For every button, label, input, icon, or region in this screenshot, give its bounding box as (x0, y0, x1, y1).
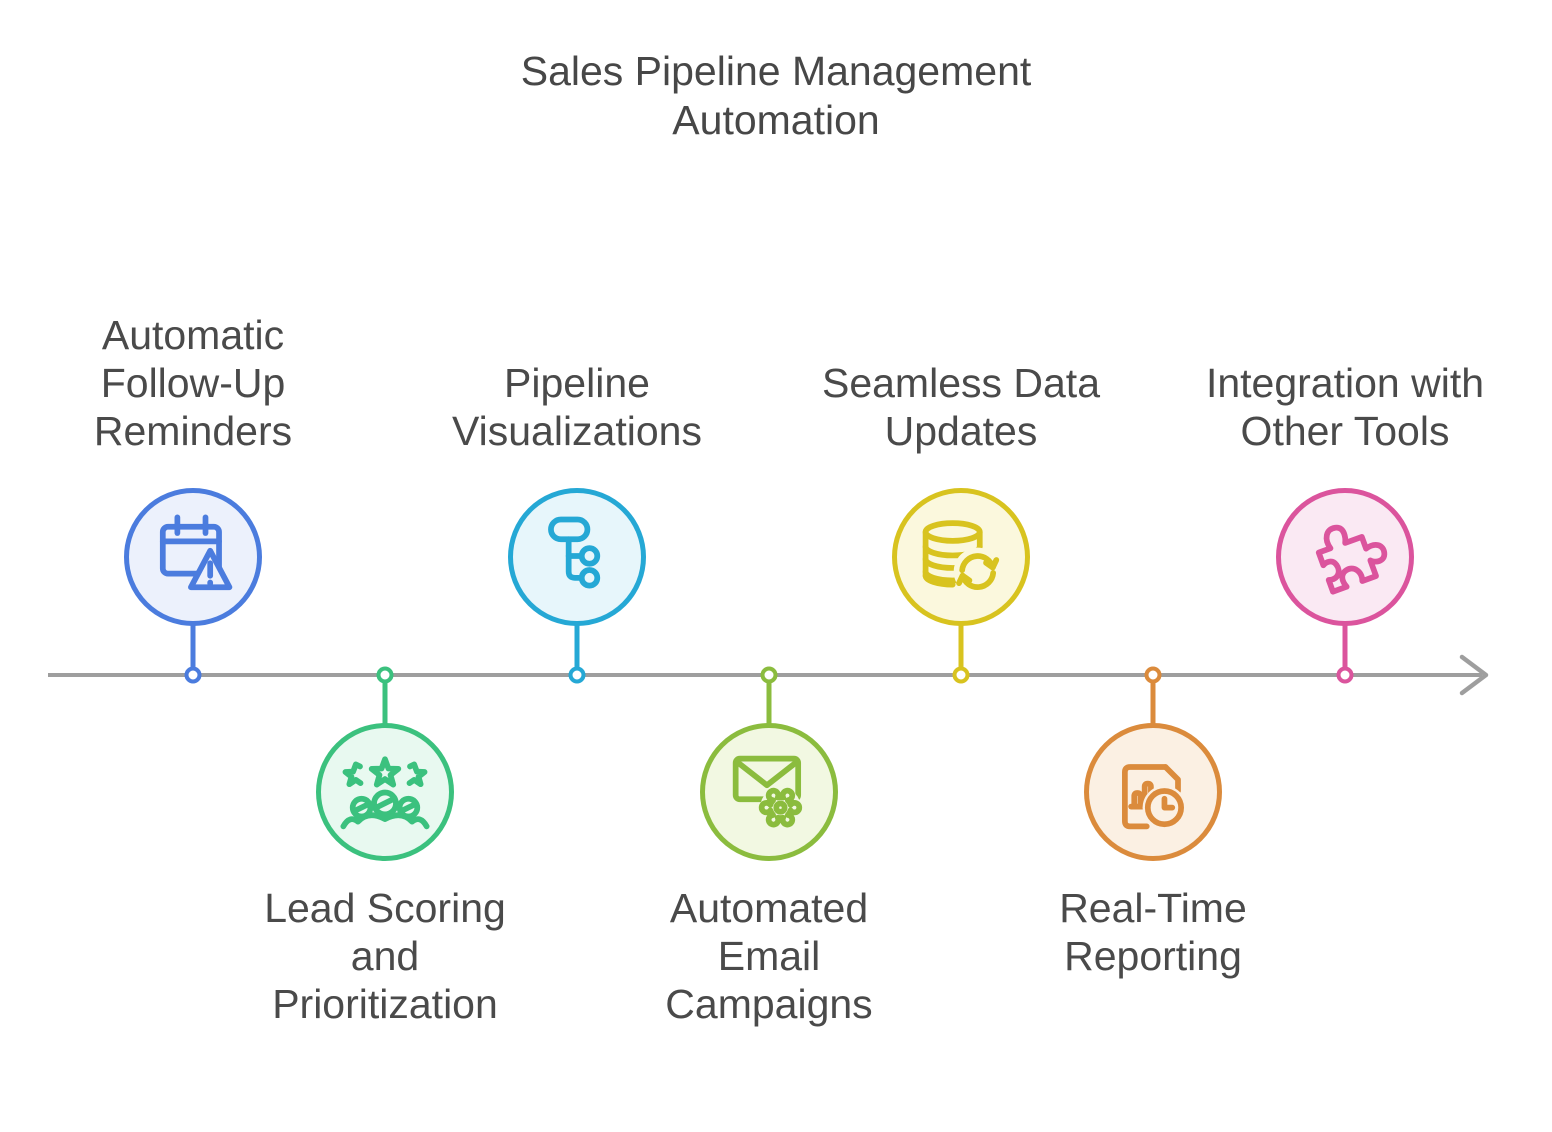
database-sync-icon (892, 488, 1030, 626)
node-label: Integration with Other Tools (1205, 360, 1485, 454)
timeline-node-integration: Integration with Other Tools (1175, 0, 1515, 1132)
lead-scoring-stars-people-icon (316, 723, 454, 861)
timeline-marker-dot (1336, 666, 1354, 684)
timeline-node-lead-scoring: Lead Scoring and Prioritization (215, 0, 555, 1132)
arrow-right-icon (1459, 654, 1489, 696)
page-title: Sales Pipeline Management Automation (520, 48, 1032, 143)
calendar-alert-icon (124, 488, 262, 626)
connector-stem (574, 620, 580, 676)
timeline-marker-dot (760, 666, 778, 684)
timeline-node-real-time-reporting: Real-Time Reporting (983, 0, 1323, 1132)
timeline-node-email-campaigns: Automated Email Campaigns (599, 0, 939, 1132)
connector-stem (766, 674, 772, 726)
timeline-marker-dot (184, 666, 202, 684)
puzzle-piece-icon (1276, 488, 1414, 626)
timeline-marker-dot (376, 666, 394, 684)
document-chart-clock-icon (1084, 723, 1222, 861)
timeline-marker-dot (1144, 666, 1162, 684)
connector-stem (190, 620, 196, 676)
connector-stem (1342, 620, 1348, 676)
node-label: Lead Scoring and Prioritization (264, 885, 506, 1027)
node-label: Seamless Data Updates (821, 360, 1100, 454)
node-label: Automated Email Campaigns (665, 885, 873, 1027)
node-label: Real-Time Reporting (1059, 885, 1247, 979)
email-gear-icon (700, 723, 838, 861)
timeline-node-follow-up-reminders: Automatic Follow-Up Reminders (23, 0, 363, 1132)
timeline-marker-dot (568, 666, 586, 684)
node-label: Automatic Follow-Up Reminders (93, 312, 293, 454)
node-label: Pipeline Visualizations (452, 360, 702, 454)
timeline-node-data-updates: Seamless Data Updates (791, 0, 1131, 1132)
connector-stem (1150, 674, 1156, 726)
connector-stem (382, 674, 388, 726)
pipeline-flowchart-icon (508, 488, 646, 626)
timeline-marker-dot (952, 666, 970, 684)
timeline-node-pipeline-visualizations: Pipeline Visualizations (407, 0, 747, 1132)
connector-stem (958, 620, 964, 676)
